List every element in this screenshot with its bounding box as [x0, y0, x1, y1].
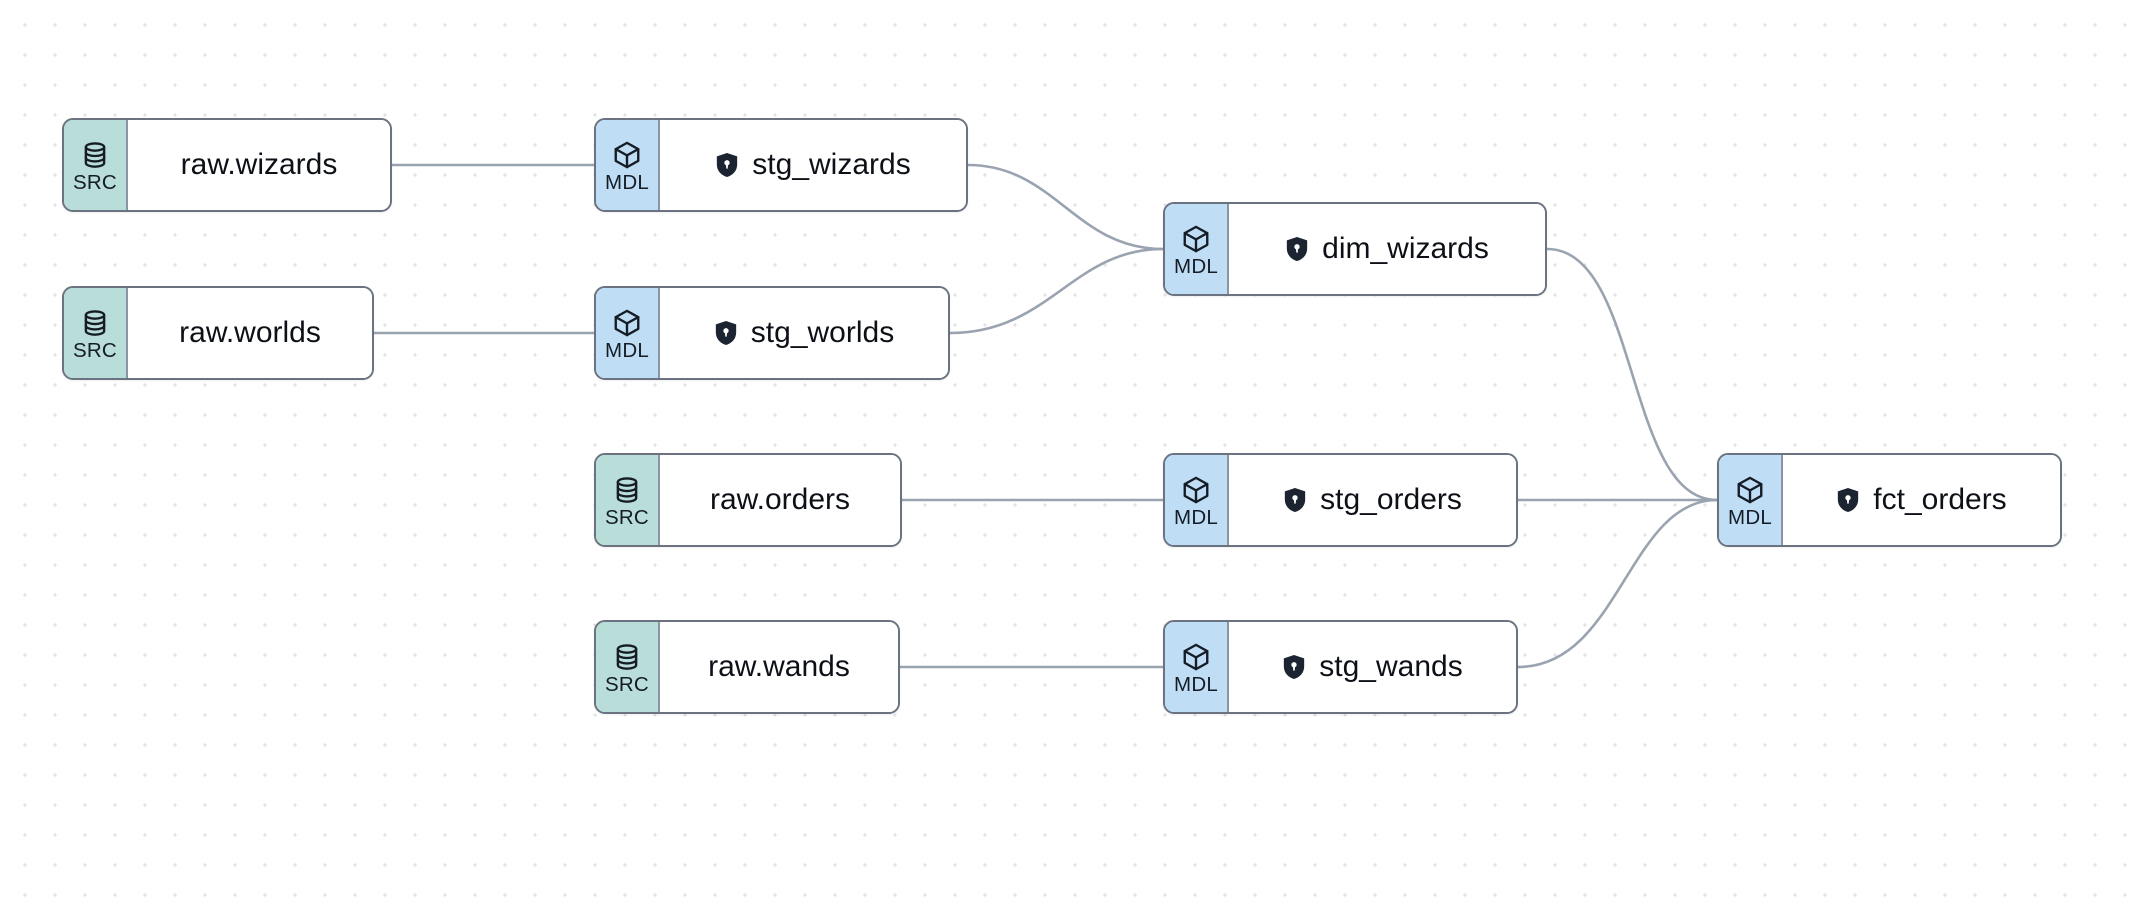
edge-stg_wands-to-fct_orders[interactable] [1516, 498, 1719, 669]
node-badge-mdl: MDL [596, 288, 660, 378]
node-title: raw.wizards [180, 148, 338, 181]
node-body: raw.worlds [128, 288, 372, 378]
edge-stg_wizards-to-dim_wizards[interactable] [966, 163, 1165, 251]
node-badge-label: SRC [73, 339, 117, 363]
node-body: raw.wands [660, 622, 898, 712]
node-badge-label: MDL [1174, 673, 1218, 697]
node-badge-mdl: MDL [1165, 204, 1229, 294]
node-title: stg_wands [1319, 650, 1463, 683]
node-badge-label: SRC [605, 673, 649, 697]
node-stg_wizards[interactable]: MDL stg_wizards [594, 118, 968, 212]
node-badge-label: MDL [1728, 506, 1772, 530]
node-body: stg_wizards [660, 120, 966, 210]
node-badge-label: MDL [1174, 255, 1218, 279]
node-body: stg_orders [1229, 455, 1516, 545]
cube-icon [1181, 224, 1211, 254]
shield-lock-icon [1283, 487, 1307, 513]
node-badge-src: SRC [596, 622, 660, 712]
node-badge-mdl: MDL [596, 120, 660, 210]
node-badge-src: SRC [64, 120, 128, 210]
shield-lock-icon [714, 320, 738, 346]
node-badge-mdl: MDL [1719, 455, 1783, 545]
node-body: stg_wands [1229, 622, 1516, 712]
node-badge-src: SRC [64, 288, 128, 378]
node-body: raw.orders [660, 455, 900, 545]
database-icon [80, 140, 110, 170]
node-title: stg_wizards [752, 148, 911, 181]
node-badge-src: SRC [596, 455, 660, 545]
database-icon [612, 642, 642, 672]
node-body: dim_wizards [1229, 204, 1545, 294]
node-title: raw.wands [708, 650, 850, 683]
node-title: stg_worlds [750, 316, 895, 349]
cube-icon [1181, 642, 1211, 672]
cube-icon [612, 140, 642, 170]
cube-icon [612, 308, 642, 338]
node-badge-label: MDL [605, 171, 649, 195]
cube-icon [1735, 475, 1765, 505]
node-badge-label: MDL [605, 339, 649, 363]
node-badge-label: SRC [73, 171, 117, 195]
node-stg_wands[interactable]: MDL stg_wands [1163, 620, 1518, 714]
edge-stg_worlds-to-dim_wizards[interactable] [948, 247, 1165, 335]
node-fct_orders[interactable]: MDL fct_orders [1717, 453, 2062, 547]
node-badge-mdl: MDL [1165, 622, 1229, 712]
node-stg_orders[interactable]: MDL stg_orders [1163, 453, 1518, 547]
node-stg_worlds[interactable]: MDL stg_worlds [594, 286, 950, 380]
node-badge-mdl: MDL [1165, 455, 1229, 545]
node-body: fct_orders [1783, 455, 2060, 545]
node-body: raw.wizards [128, 120, 390, 210]
database-icon [612, 475, 642, 505]
node-title: fct_orders [1873, 483, 2007, 516]
database-icon [80, 308, 110, 338]
edge-dim_wizards-to-fct_orders[interactable] [1545, 247, 1719, 502]
node-raw_worlds[interactable]: SRC raw.worlds [62, 286, 374, 380]
shield-lock-icon [715, 152, 739, 178]
node-title: raw.orders [709, 483, 851, 516]
shield-lock-icon [1285, 236, 1309, 262]
node-raw_orders[interactable]: SRC raw.orders [594, 453, 902, 547]
shield-lock-icon [1836, 487, 1860, 513]
node-dim_wizards[interactable]: MDL dim_wizards [1163, 202, 1547, 296]
cube-icon [1181, 475, 1211, 505]
node-title: stg_orders [1320, 483, 1462, 516]
node-body: stg_worlds [660, 288, 948, 378]
node-badge-label: SRC [605, 506, 649, 530]
shield-lock-icon [1282, 654, 1306, 680]
node-badge-label: MDL [1174, 506, 1218, 530]
node-title: dim_wizards [1322, 232, 1489, 265]
node-raw_wands[interactable]: SRC raw.wands [594, 620, 900, 714]
node-title: raw.worlds [179, 316, 321, 349]
node-raw_wizards[interactable]: SRC raw.wizards [62, 118, 392, 212]
